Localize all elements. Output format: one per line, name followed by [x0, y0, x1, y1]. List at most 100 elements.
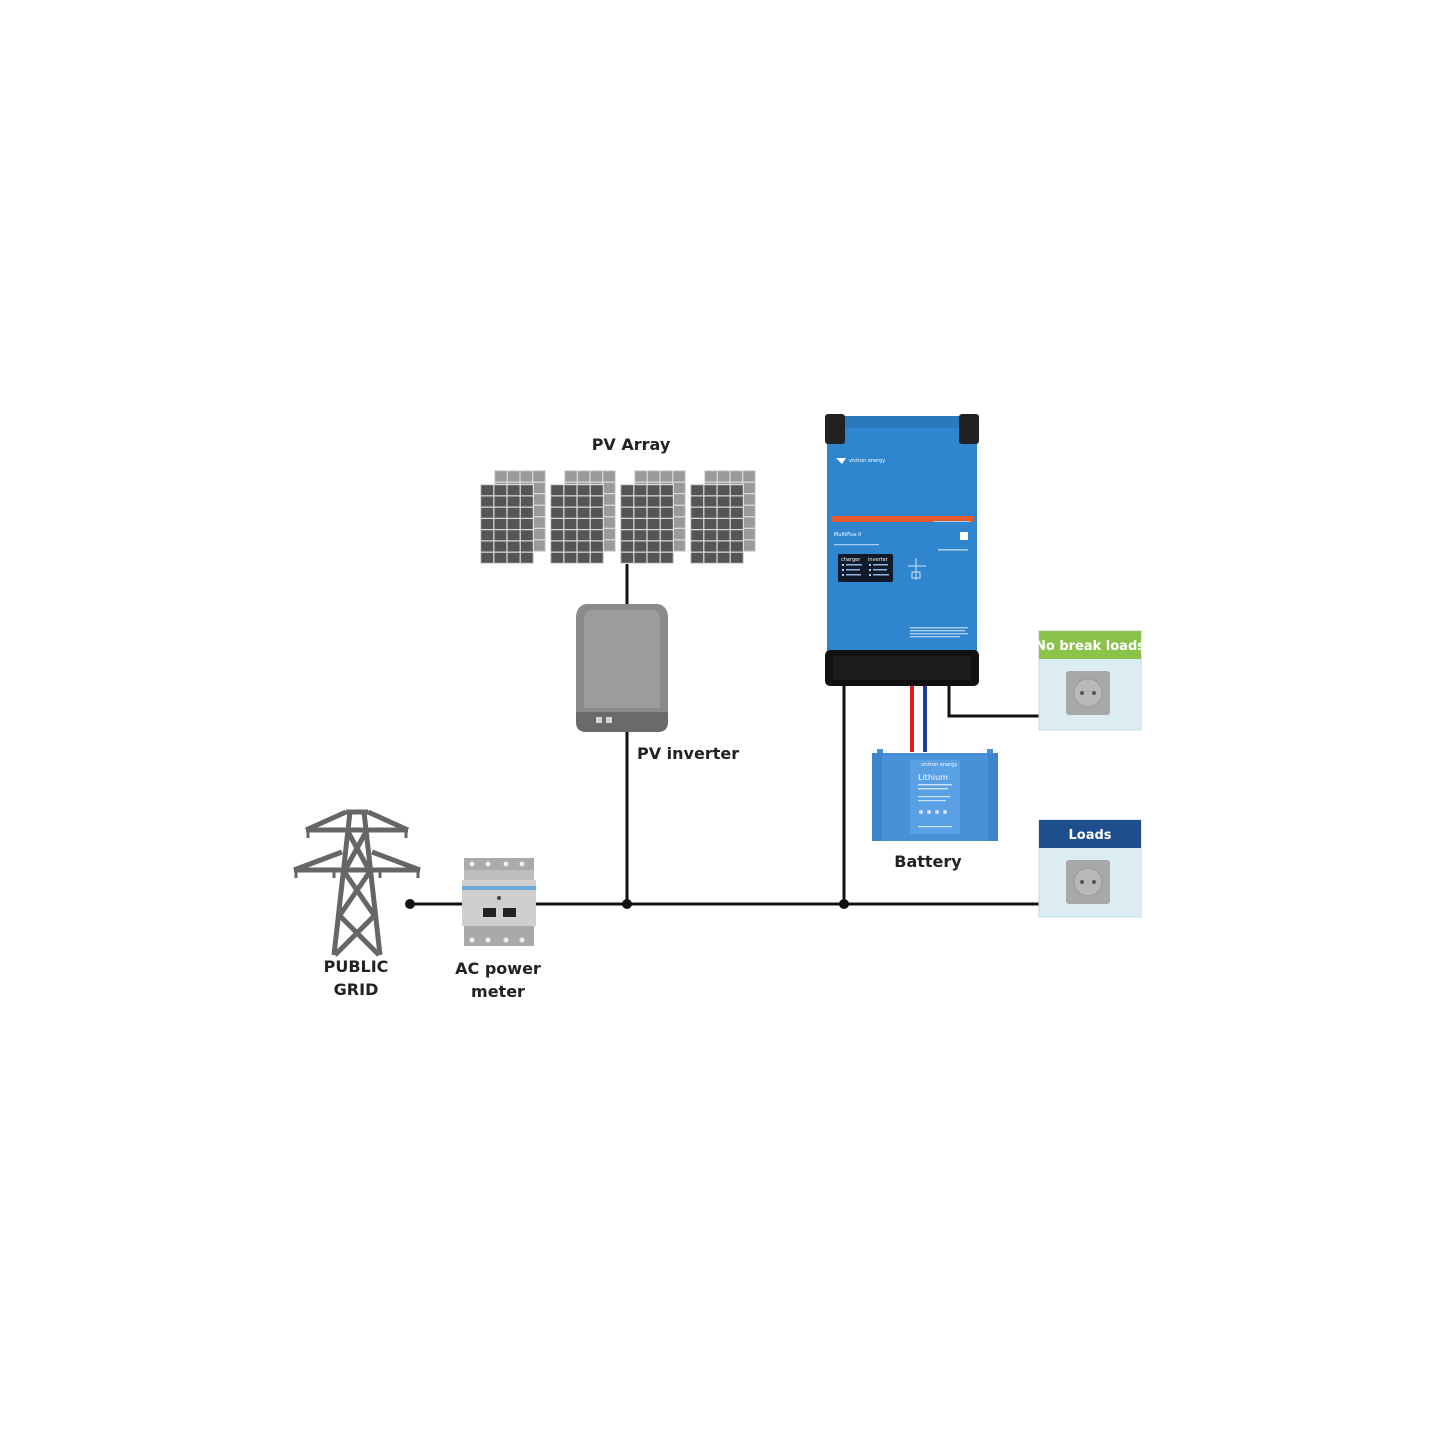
inverter-panel-label: inverter — [868, 557, 889, 563]
solar-cell — [673, 528, 685, 540]
solar-cell — [520, 471, 533, 482]
led — [842, 564, 844, 566]
ac-meter-label-line1: AC power — [455, 959, 541, 978]
text-line — [910, 630, 965, 632]
socket-icon — [1066, 671, 1110, 715]
solar-cell — [520, 530, 533, 541]
meter-bottom-terminals — [464, 926, 534, 946]
solar-cell — [551, 507, 564, 518]
solar-cell — [621, 552, 634, 563]
solar-cell — [551, 530, 564, 541]
solar-cell — [603, 471, 615, 482]
battery-fine-print — [918, 784, 952, 828]
solar-cell — [494, 530, 507, 541]
no-break-loads-title: No break loads — [1035, 639, 1145, 654]
solar-cell — [603, 528, 615, 540]
solar-cell — [704, 541, 717, 552]
solar-cell — [481, 496, 494, 507]
solar-cell — [481, 552, 494, 563]
solar-cell — [495, 471, 507, 482]
battery-label: Battery — [894, 852, 962, 871]
multiplus-fine-print — [834, 521, 970, 638]
solar-cell — [660, 471, 673, 482]
text-line — [910, 636, 960, 638]
solar-cell — [743, 505, 755, 517]
solar-cell — [647, 485, 660, 496]
solar-cell — [647, 496, 660, 507]
text-line — [918, 784, 952, 786]
switch-schematic-icon — [908, 558, 926, 580]
loads-header — [1039, 820, 1141, 848]
solar-cell — [691, 485, 704, 496]
solar-cell — [603, 494, 615, 505]
solar-cell — [621, 518, 634, 530]
tower-insulators — [294, 830, 420, 878]
solar-cell — [590, 552, 603, 563]
solar-cell — [564, 507, 577, 518]
solar-cell — [577, 471, 590, 482]
solar-cell — [634, 541, 647, 552]
text-line — [918, 796, 950, 798]
multiplus-to-no-break-wire — [947, 682, 1042, 718]
solar-cell — [520, 552, 533, 563]
solar-cell — [533, 482, 545, 494]
qr-code-icon — [960, 532, 968, 540]
solar-cell — [704, 552, 717, 563]
solar-cell — [520, 507, 533, 518]
battery-model: Lithium — [918, 773, 948, 782]
solar-cell — [533, 517, 545, 528]
terminal-screw — [469, 861, 475, 867]
solar-cell — [564, 530, 577, 541]
terminal-screw — [519, 937, 525, 943]
solar-cell — [730, 507, 743, 518]
battery-symbol — [943, 810, 947, 814]
solar-cell — [660, 518, 673, 530]
pv-inverter-led-2 — [606, 717, 612, 723]
solar-cell — [634, 485, 647, 496]
solar-cell — [634, 507, 647, 518]
loads-title: Loads — [1068, 828, 1111, 843]
solar-cell — [507, 496, 520, 507]
solar-panel-icon — [550, 484, 604, 564]
solar-cell — [621, 507, 634, 518]
terminal-screw — [485, 861, 491, 867]
solar-cell — [743, 471, 755, 482]
battery-terminal-left — [877, 749, 883, 754]
solar-cell — [717, 552, 730, 563]
solar-cell — [717, 518, 730, 530]
solar-cell — [520, 485, 533, 496]
solar-cell — [691, 518, 704, 530]
solar-cell — [743, 517, 755, 528]
solar-cell — [704, 496, 717, 507]
charger-panel-label: charger — [841, 557, 861, 563]
meter-blue-stripe — [462, 886, 536, 890]
lithium-battery: victron energy Lithium — [872, 749, 998, 841]
solar-cell — [494, 485, 507, 496]
solar-cell — [481, 541, 494, 552]
transmission-tower-icon — [293, 809, 421, 957]
solar-cell — [673, 471, 685, 482]
text-line — [910, 627, 968, 629]
solar-cell — [590, 507, 603, 518]
solar-cell — [730, 552, 743, 563]
solar-cell — [743, 540, 755, 551]
multiplus-body — [827, 416, 977, 684]
solar-cell — [647, 552, 660, 563]
solar-cell — [660, 507, 673, 518]
text-line — [834, 544, 879, 546]
battery-side-right — [988, 753, 998, 841]
solar-cell — [634, 530, 647, 541]
solar-cell — [634, 496, 647, 507]
multiplus-inverter: victron energy MultiPlus-II charger inve… — [825, 414, 979, 686]
text-line — [846, 574, 861, 576]
solar-cell — [730, 485, 743, 496]
victron-logo-icon — [836, 458, 846, 464]
solar-cell — [481, 507, 494, 518]
text-line — [873, 569, 887, 571]
solar-cell — [494, 507, 507, 518]
solar-cell — [507, 471, 520, 482]
solar-cell — [577, 530, 590, 541]
text-line — [846, 569, 860, 571]
solar-cell — [590, 496, 603, 507]
